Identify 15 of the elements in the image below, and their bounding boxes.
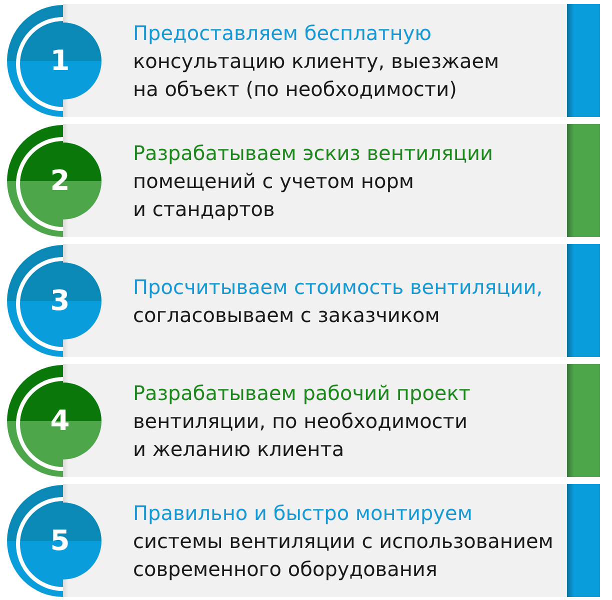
step-description: помещений с учетом норм и стандартов — [133, 168, 416, 222]
step-number: 3 — [50, 287, 70, 315]
step-description: консультацию клиенту, выезжаем на объект (по необходимости) — [133, 48, 500, 102]
step-description: согласовываем с заказчиком — [133, 302, 440, 328]
step-title: Правильно и быстро монтируем — [133, 500, 472, 526]
step-title: Просчитываем стоимость вентиляции, — [133, 274, 543, 300]
step-title: Разрабатываем эскиз вентиляции — [133, 140, 494, 166]
step-title: Предоставляем бесплатную — [133, 20, 432, 46]
step-number: 5 — [50, 527, 70, 555]
step-description: вентиляции, по необходимости и желанию клиента — [133, 408, 468, 462]
step-number: 2 — [50, 167, 70, 195]
step-number: 1 — [50, 47, 70, 75]
step-description: системы вентиляции с использованием современного оборудования — [133, 528, 554, 582]
step-number: 4 — [50, 407, 70, 435]
step-title: Разрабатываем рабочий проект — [133, 380, 470, 406]
